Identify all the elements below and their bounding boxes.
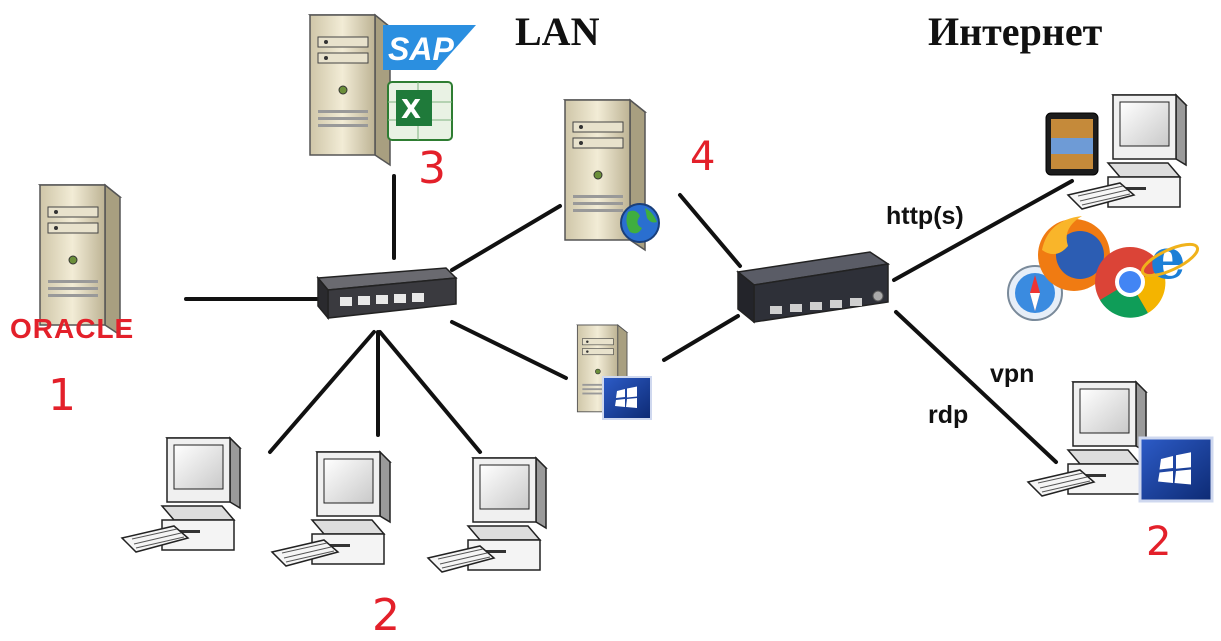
label-http: http(s)	[886, 202, 964, 230]
lan-header: LAN	[515, 9, 600, 54]
sap-logo: SAP	[383, 25, 476, 70]
oracle-logo: ORACLE	[10, 313, 134, 344]
router-icon	[736, 251, 891, 324]
browser-icons: e	[1007, 216, 1200, 321]
svg-text:X: X	[401, 95, 421, 125]
link-hub-webserver	[450, 204, 562, 272]
link-winserver-router	[662, 314, 740, 362]
windows-logo-remote	[1138, 436, 1214, 503]
connection-lines	[184, 174, 1074, 464]
link-router-internet	[892, 179, 1074, 282]
link-hub-winserver	[450, 320, 568, 380]
workstation-icon	[427, 457, 547, 573]
firefox-icon	[1038, 216, 1110, 291]
label-vpn: vpn	[990, 360, 1034, 388]
label-number-4: 4	[690, 134, 715, 180]
label-number-2-lan: 2	[372, 590, 400, 641]
link-hub-pc-right	[378, 330, 482, 454]
tablet-icon	[1045, 112, 1099, 176]
label-number-3: 3	[418, 143, 446, 194]
link-webserver-router	[678, 193, 742, 268]
internet-header: Интернет	[928, 9, 1103, 54]
workstation-icon	[121, 437, 241, 553]
label-rdp: rdp	[928, 401, 968, 429]
svg-text:e: e	[1150, 226, 1186, 292]
remote-workstation-icon	[1027, 381, 1147, 497]
label-number-1: 1	[48, 370, 76, 421]
link-hub-pc-left	[268, 330, 376, 454]
sap-server-icon	[309, 14, 391, 166]
label-number-2-remote: 2	[1146, 519, 1171, 565]
workstation-icon	[271, 451, 391, 567]
internet-explorer-icon: e	[1140, 226, 1200, 292]
globe-icon	[620, 203, 660, 243]
link-router-remote-pc	[894, 310, 1058, 464]
excel-icon: X	[387, 81, 453, 141]
windows-logo-server	[602, 376, 652, 420]
network-switch-icon	[316, 267, 458, 321]
svg-text:SAP: SAP	[388, 31, 454, 67]
